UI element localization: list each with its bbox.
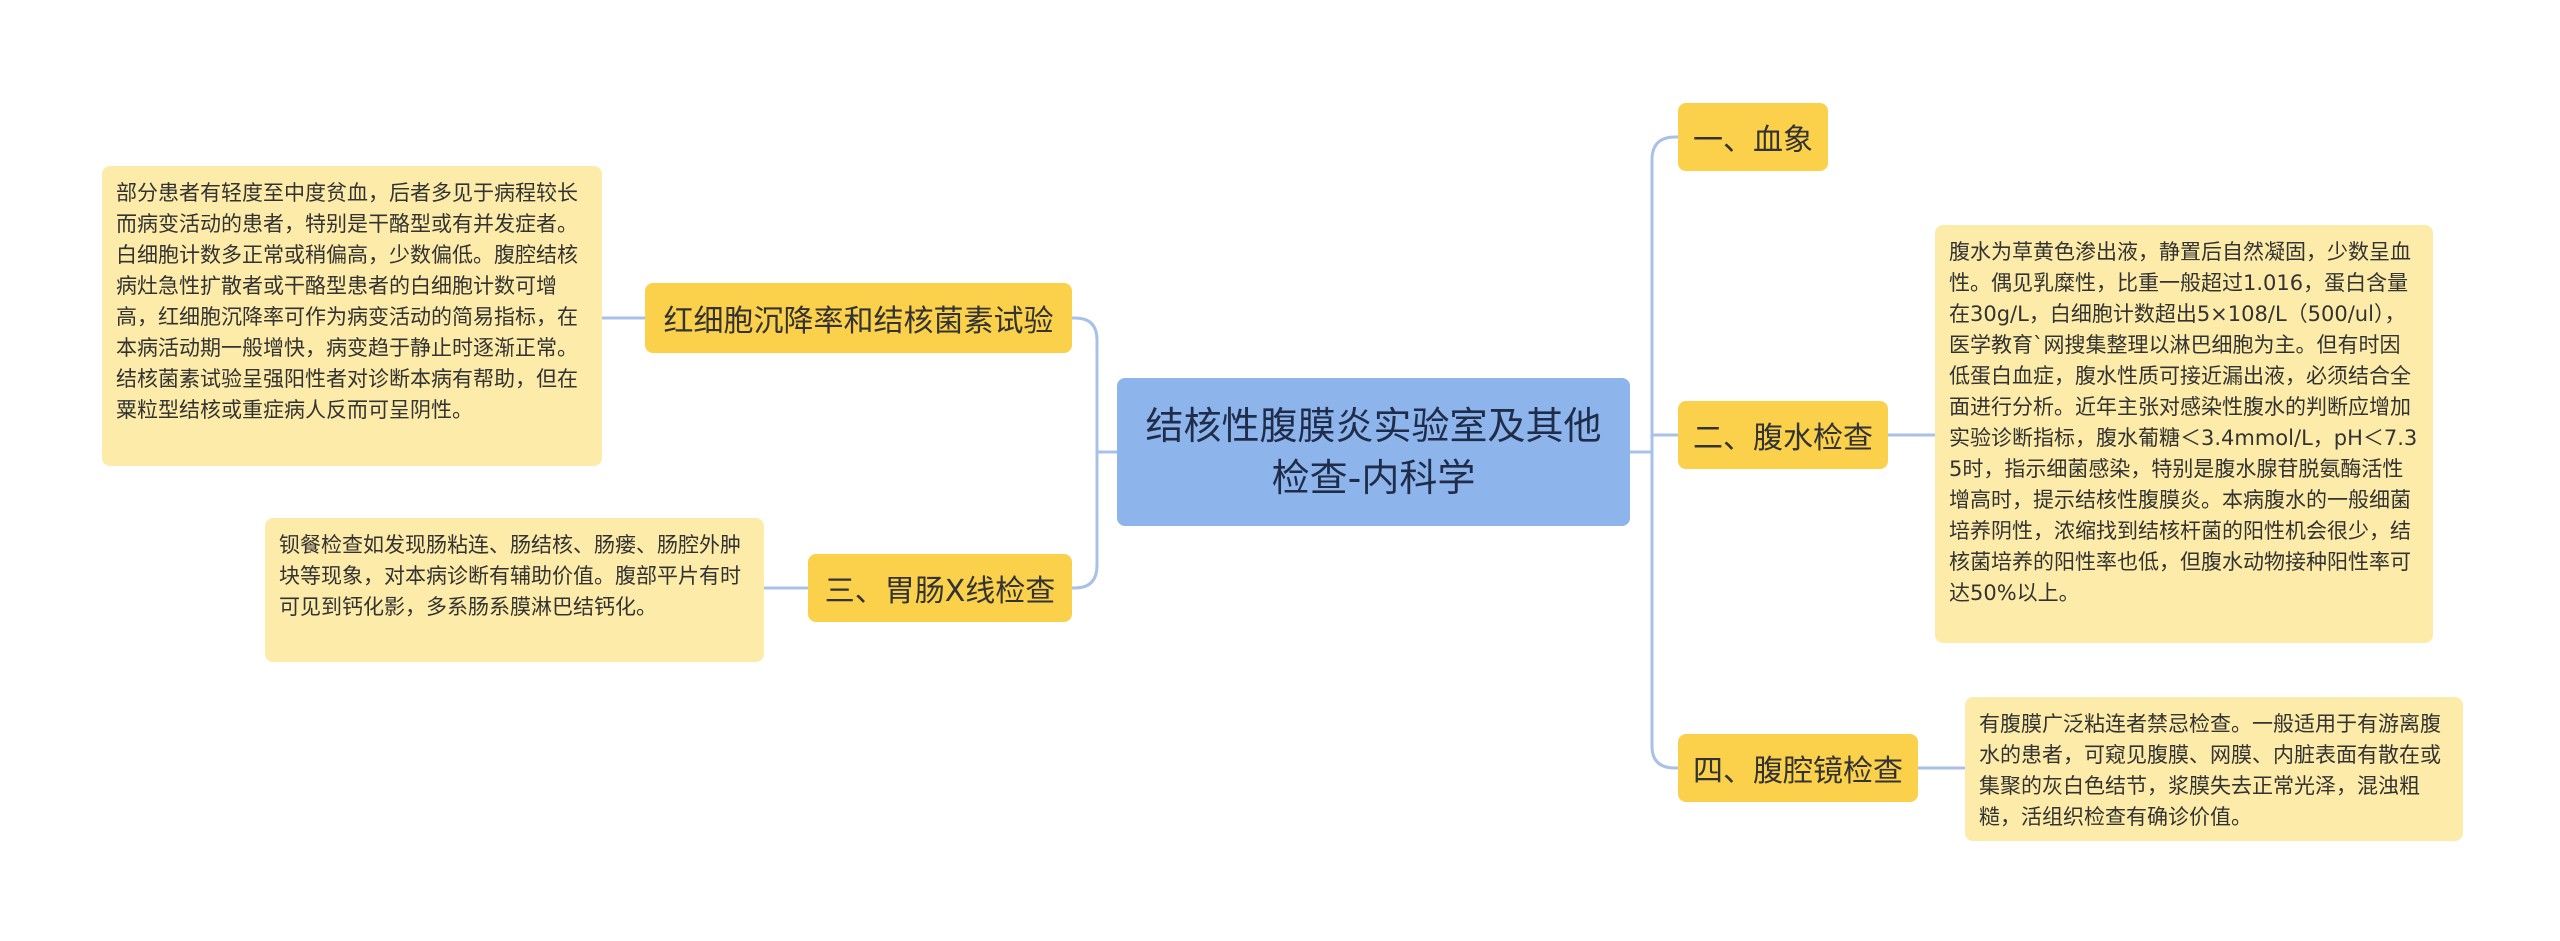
branch-xray-label: 三、胃肠X线检查 [824, 574, 1056, 609]
branch-ascites[interactable]: 二、腹水检查 [1678, 401, 1888, 469]
esr-detail-note: 部分患者有轻度至中度贫血，后者多见于病程较长而病变活动的患者，特别是干酪型或有并… [102, 166, 602, 466]
branch-blood-label: 一、血象 [1693, 123, 1813, 158]
branch-esr-label: 红细胞沉降率和结核菌素试验 [663, 304, 1054, 339]
connector-xray [1070, 450, 1099, 590]
connector-blood [1650, 135, 1680, 454]
connector-esr [1070, 316, 1099, 454]
laparoscopy-detail-text: 有腹膜广泛粘连者禁忌检查。一般适用于有游离腹水的患者，可窥见腹膜、网膜、内脏表面… [1979, 712, 2441, 829]
branch-esr[interactable]: 红细胞沉降率和结核菌素试验 [645, 283, 1072, 353]
laparoscopy-detail-note: 有腹膜广泛粘连者禁忌检查。一般适用于有游离腹水的患者，可窥见腹膜、网膜、内脏表面… [1965, 697, 2463, 841]
root-topic-title: 结核性腹膜炎实验室及其他检查-内科学 [1145, 404, 1602, 500]
xray-detail-text: 钡餐检查如发现肠粘连、肠结核、肠瘘、肠腔外肿块等现象，对本病诊断有辅助价值。腹部… [279, 533, 741, 619]
ascites-detail-note: 腹水为草黄色渗出液，静置后自然凝固，少数呈血性。偶见乳糜性，比重一般超过1.01… [1935, 225, 2433, 643]
xray-detail-note: 钡餐检查如发现肠粘连、肠结核、肠瘘、肠腔外肿块等现象，对本病诊断有辅助价值。腹部… [265, 518, 764, 662]
branch-ascites-label: 二、腹水检查 [1693, 421, 1873, 456]
branch-laparoscopy-label: 四、腹腔镜检查 [1693, 754, 1903, 789]
branch-xray[interactable]: 三、胃肠X线检查 [808, 554, 1072, 622]
branch-blood[interactable]: 一、血象 [1678, 103, 1828, 171]
branch-laparoscopy[interactable]: 四、腹腔镜检查 [1678, 734, 1918, 802]
connector-laparoscopy [1650, 450, 1680, 770]
ascites-detail-text: 腹水为草黄色渗出液，静置后自然凝固，少数呈血性。偶见乳糜性，比重一般超过1.01… [1949, 240, 2418, 605]
esr-detail-text: 部分患者有轻度至中度贫血，后者多见于病程较长而病变活动的患者，特别是干酪型或有并… [116, 181, 578, 422]
root-topic[interactable]: 结核性腹膜炎实验室及其他检查-内科学 [1117, 378, 1630, 526]
